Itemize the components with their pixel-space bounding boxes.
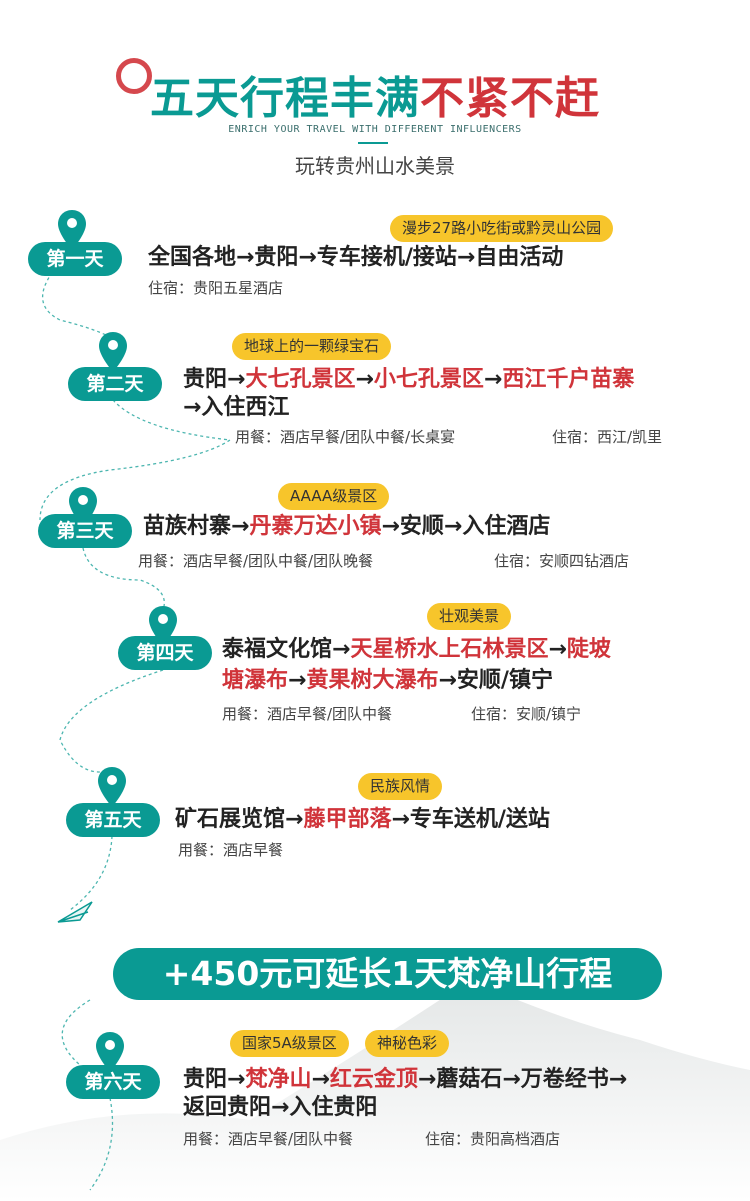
highlight-tag: 民族风情 [358, 773, 443, 800]
route-text: → [483, 367, 503, 392]
extension-banner: +450元可延长1天梵净山行程 [113, 948, 662, 1000]
day-badge: 第六天 [66, 1065, 160, 1099]
meals-info: 用餐：酒店早餐/团队中餐/团队晚餐 [138, 552, 374, 570]
map-pin-icon [99, 332, 127, 372]
route-line: 返回贵阳→入住贵阳 [183, 1094, 377, 1122]
route-line: 贵阳→大七孔景区→小七孔景区→西江千户苗寨 [183, 366, 634, 394]
highlight-tag: AAAA级景区 [278, 483, 390, 510]
subtitle-chinese: 玩转贵州山水美景 [295, 154, 455, 178]
highlight-tag: 国家5A级景区 [230, 1030, 349, 1057]
route-line: 塘瀑布→黄果树大瀑布→安顺/镇宁 [222, 667, 553, 695]
scenic-spot: 藤甲部落 [303, 807, 392, 832]
route-text: → [311, 1067, 330, 1092]
divider [358, 142, 388, 144]
map-pin-icon [98, 767, 126, 807]
route-text: 泰福文化馆→ [222, 637, 351, 662]
title-teal: 五天行程丰满 [150, 73, 420, 124]
day-badge: 第二天 [68, 367, 162, 401]
route-text: →入住西江 [183, 395, 290, 420]
route-line: 矿石展览馆→藤甲部落→专车送机/送站 [175, 806, 550, 834]
route-text: 全国各地→贵阳→专车接机/接站→自由活动 [148, 245, 564, 270]
route-text: 贵阳→ [183, 367, 246, 392]
route-text: →蘑菇石→万卷经书→ [417, 1067, 628, 1092]
route-text: →专车送机/送站 [391, 807, 550, 832]
highlight-tag: 漫步27路小吃街或黔灵山公园 [390, 215, 614, 242]
route-text: 返回贵阳→入住贵阳 [183, 1095, 378, 1120]
paper-plane-icon [57, 901, 93, 923]
scenic-spot: 红云金顶 [329, 1067, 418, 1092]
meals-info: 用餐：酒店早餐/团队中餐 [183, 1130, 354, 1148]
route-text: 矿石展览馆→ [175, 807, 304, 832]
highlight-tag: 地球上的一颗绿宝石 [232, 333, 392, 360]
scenic-spot: 天星桥水上石林景区 [350, 637, 549, 662]
subtitle-english: ENRICH YOUR TRAVEL WITH DIFFERENT INFLUE… [228, 124, 522, 135]
day-badge: 第三天 [38, 514, 132, 548]
meals-info: 用餐：酒店早餐/团队中餐/长桌宴 [235, 428, 456, 446]
stay-info: 住宿：安顺/镇宁 [471, 705, 582, 723]
highlight-tag: 神秘色彩 [365, 1030, 450, 1057]
scenic-spot: 小七孔景区 [373, 367, 484, 392]
route-text: → [288, 668, 307, 693]
scenic-spot: 丹寨万达小镇 [249, 514, 382, 539]
route-line: 贵阳→梵净山→红云金顶→蘑菇石→万卷经书→ [183, 1066, 627, 1094]
route-text: → [548, 637, 567, 662]
day-badge: 第四天 [118, 636, 212, 670]
day-badge: 第一天 [28, 242, 122, 276]
scenic-spot: 陡坡 [566, 637, 611, 662]
stay-info: 住宿：贵阳高档酒店 [425, 1130, 561, 1148]
route-line: →入住西江 [183, 394, 289, 422]
title-red: 不紧不赶 [420, 73, 600, 124]
route-text: →安顺→入住酒店 [381, 514, 551, 539]
map-pin-icon [96, 1032, 124, 1072]
route-text: → [355, 367, 374, 392]
route-text: 苗族村寨→ [143, 514, 250, 539]
route-text: →安顺/镇宁 [438, 668, 553, 693]
scenic-spot: 梵净山 [245, 1067, 312, 1092]
stay-info: 住宿：贵阳五星酒店 [148, 279, 284, 297]
highlight-tag: 壮观美景 [427, 603, 512, 630]
stay-info: 住宿：西江/凯里 [552, 428, 663, 446]
mountain-background [0, 980, 750, 1201]
route-text: 贵阳→ [183, 1067, 246, 1092]
map-pin-icon [58, 210, 86, 250]
page-title: 五天行程丰满不紧不赶 [0, 62, 750, 126]
scenic-spot: 塘瀑布 [222, 668, 289, 693]
scenic-spot: 西江千户苗寨 [502, 367, 635, 392]
brush-circle-decoration [116, 58, 152, 94]
route-line: 苗族村寨→丹寨万达小镇→安顺→入住酒店 [143, 513, 550, 541]
day-badge: 第五天 [66, 803, 160, 837]
scenic-spot: 大七孔景区 [245, 367, 356, 392]
scenic-spot: 黄果树大瀑布 [306, 668, 439, 693]
route-line: 泰福文化馆→天星桥水上石林景区→陡坡 [222, 636, 611, 664]
stay-info: 住宿：安顺四钻酒店 [494, 552, 630, 570]
meals-info: 用餐：酒店早餐/团队中餐 [222, 705, 393, 723]
meals-info: 用餐：酒店早餐 [178, 841, 284, 859]
route-line: 全国各地→贵阳→专车接机/接站→自由活动 [148, 244, 563, 272]
